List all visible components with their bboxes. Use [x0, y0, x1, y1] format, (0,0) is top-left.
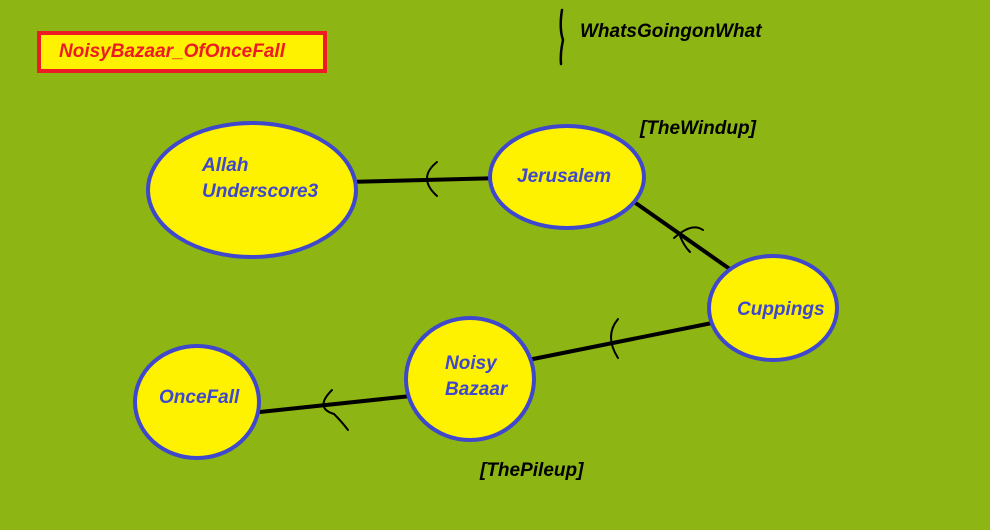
legend: WhatsGoingonWhat [556, 8, 762, 66]
node-oncefall: OnceFall [133, 344, 261, 460]
edge-line [521, 319, 724, 363]
node-label-line2: Bazaar [445, 379, 509, 400]
edge-noisy-bazaar-to-oncefall [248, 389, 413, 431]
node-ellipse [488, 124, 646, 230]
node-ellipse [133, 344, 261, 460]
title-box: NoisyBazaar_OfOnceFall [37, 31, 327, 73]
node-label: Cuppings [737, 299, 825, 320]
node-ellipse [146, 121, 358, 259]
edge-cuppings-to-jerusalem [625, 195, 736, 274]
edge-line [625, 195, 736, 274]
node-label-line2: Underscore3 [202, 181, 319, 202]
edge-line [248, 394, 413, 415]
node-noisy-bazaar: Noisy Bazaar [404, 316, 536, 442]
node-allah-underscore3: Allah Underscore3 [146, 121, 358, 259]
annotation-pileup: [ThePileup] [479, 460, 584, 481]
legend-line-icon [559, 8, 565, 66]
edge-cuppings-to-noisy-bazaar [521, 318, 724, 363]
edge-line [343, 176, 505, 184]
arrow-head-icon [673, 226, 704, 253]
arrow-head-icon [426, 161, 438, 197]
edge-jerusalem-to-allah [343, 161, 505, 197]
node-label: Jerusalem [517, 166, 611, 187]
annotation-windup: [TheWindup] [639, 118, 757, 139]
node-ellipse [707, 254, 839, 362]
node-label-line1: Allah [201, 155, 248, 176]
diagram-title: NoisyBazaar_OfOnceFall [59, 41, 285, 62]
legend-label: WhatsGoingonWhat [580, 21, 762, 42]
node-label: OnceFall [159, 387, 240, 408]
arrow-head-icon [322, 389, 349, 431]
node-label-line1: Noisy [445, 353, 498, 374]
node-cuppings: Cuppings [707, 254, 839, 362]
node-ellipse [404, 316, 536, 442]
node-jerusalem: Jerusalem [488, 124, 646, 230]
arrow-head-icon [610, 318, 619, 359]
